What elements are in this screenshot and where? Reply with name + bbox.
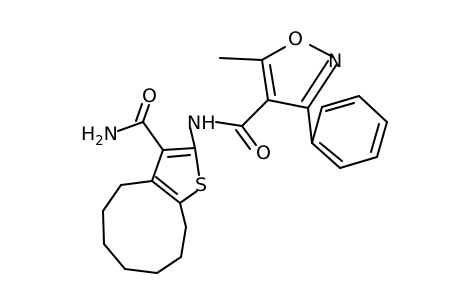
bond-oct-7 (180, 226, 187, 258)
atom-nh2-n: N (104, 123, 118, 145)
bond-n-c3 (307, 63, 338, 109)
atom-n-isoxazole: N (328, 50, 342, 72)
bond-oct-1 (120, 180, 153, 186)
amide-linker (189, 99, 269, 150)
bond-ph-3-inner (370, 123, 380, 153)
bond-oct-2 (102, 184, 122, 212)
cyclooctane-ring (102, 180, 187, 274)
atom-labels: O N S NH O O H2N (81, 28, 342, 196)
bond-ph-1 (311, 142, 341, 169)
bond-oct-3 (102, 210, 105, 245)
thiophene-ring (151, 147, 200, 204)
bond-c3a-c3 (151, 149, 164, 182)
bond-o-n (309, 44, 334, 58)
bond-carbonyl-nh (215, 121, 243, 127)
bond-amide-c-o-2 (135, 103, 143, 122)
atom-nh-amide: NH (187, 112, 216, 134)
bond-carbonyl-o-2 (235, 129, 251, 150)
bond-ph-6 (311, 106, 323, 144)
atom-nh2-h: H (81, 123, 95, 145)
bond-ph-5-inner (325, 102, 355, 112)
bond-o-c5 (261, 46, 286, 61)
bond-c7a-c3a (151, 180, 181, 204)
bond-n-c3-inner (301, 60, 329, 102)
bond-nh-thiophene (189, 126, 196, 149)
bond-methyl (219, 57, 263, 61)
bond-c4-c5 (261, 59, 269, 101)
bond-oct-5 (124, 268, 158, 274)
atom-nh2-subscript: 2 (95, 134, 103, 149)
bond-oct-4 (103, 243, 126, 270)
bond-c2-s (194, 147, 200, 176)
isoxazole-ring (261, 44, 338, 109)
bond-s-c7a (179, 190, 198, 204)
atom-s-thiophene: S (195, 174, 207, 196)
bond-ph-4 (358, 95, 388, 123)
bond-carbonyl-o (241, 125, 257, 146)
atom-o-carbonyl: O (256, 142, 271, 164)
bond-ph-1-inner (319, 142, 343, 162)
bond-c3-c2 (162, 147, 196, 151)
atom-o-isoxazole: O (288, 28, 303, 50)
bond-oct-8 (179, 202, 187, 228)
bond-c7a-c3a-inner (155, 176, 178, 195)
atom-o-carboxamide: O (142, 85, 157, 107)
bond-c3-c4 (267, 99, 309, 109)
bond-c3-amide-c (142, 121, 164, 151)
bond-ph-3 (376, 121, 388, 158)
bond-c4-c5-inner (269, 64, 276, 96)
bond-c3-c2-inner (167, 154, 191, 158)
bond-oct-6 (156, 256, 182, 274)
bond-c4-carbonyl (241, 99, 269, 127)
bond-c3-phenyl (307, 107, 313, 144)
bond-ph-2 (339, 156, 378, 169)
bond-ph-5 (321, 95, 360, 108)
carboxamide-group (117, 103, 164, 151)
bond-amide-c-o (142, 104, 150, 123)
bond-amide-c-n (117, 121, 144, 132)
phenyl-ring (307, 95, 388, 169)
atom-nh2-carboxamide: H2N (81, 123, 118, 149)
